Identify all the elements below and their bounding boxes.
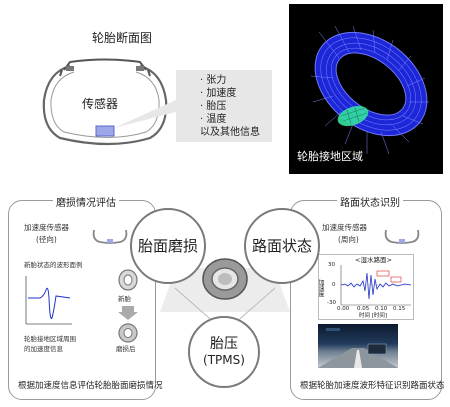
wear-panel-footer: 根据加速度信息评估轮胎胎面磨损情况 — [18, 381, 163, 391]
road-chart-xtick-3: 0.15 — [393, 306, 406, 312]
road-chart-xlabel: 时间 [时间] — [359, 313, 388, 319]
wear-sensor-direction: (径向) — [36, 235, 57, 244]
tire-pressure-label: 胎压 — [210, 336, 238, 353]
road-chart-xtick-0: 0.00 — [337, 306, 350, 312]
wear-mini-tire — [92, 229, 128, 244]
wear-sensor-label: 加速度传感器 — [24, 223, 69, 232]
tread-wear-circle: 胎面磨损 — [130, 208, 206, 284]
contact-info-line1: 轮胎接地区域周围 — [24, 335, 76, 343]
new-tire-icon — [118, 269, 138, 291]
tire-pressure-circle: 胎压 (TPMS) — [188, 316, 260, 388]
road-condition-label: 路面状态 — [251, 237, 312, 255]
road-mini-tire — [384, 229, 420, 244]
road-condition-circle: 路面状态 — [244, 208, 320, 284]
tire-cross-section-diagram — [42, 58, 272, 146]
wear-panel-title: 磨损情况评估 — [53, 194, 119, 209]
new-tire-label: 新胎 — [118, 295, 131, 303]
road-panel-title: 路面状态识别 — [337, 194, 403, 209]
road-signal-chart: <湿水路面> 加速度 30 0 -30 0.00 0.05 0.10 0.15 … — [317, 254, 414, 320]
center-tire-icon — [202, 258, 248, 300]
info-item-other: 以及其他信息 — [200, 127, 260, 138]
wear-down-arrow-icon — [118, 306, 138, 320]
tread-wear-label: 胎面磨损 — [137, 237, 198, 255]
road-chart-ytick-top: 30 — [328, 262, 335, 268]
contact-info-line2: 的加速度信息 — [24, 345, 63, 353]
road-chart-title: <湿水路面> — [355, 256, 392, 264]
contact-patch — [337, 105, 369, 127]
waveform-label: 新胎状态的波形面例 — [24, 261, 83, 269]
worn-tire-icon — [118, 323, 138, 343]
road-chart-ytick-mid: 0 — [332, 282, 336, 288]
cross-section-title: 轮胎断面图 — [92, 31, 153, 45]
road-chart-plot — [340, 265, 412, 306]
info-item-pressure: · 胎压 — [200, 101, 227, 112]
road-panel-footer: 根据轮胎加速度波形特征识别路面状态 — [300, 381, 445, 391]
road-sensor-direction: (周向) — [338, 235, 359, 244]
info-item-acceleration: · 加速度 — [200, 88, 237, 99]
road-chart-ytick-bottom: -30 — [327, 300, 336, 306]
sensor-block — [95, 125, 115, 137]
worn-tire-label: 磨损后 — [116, 345, 136, 353]
road-sensor-label: 加速度传感器 — [322, 223, 367, 232]
info-item-temperature: · 温度 — [200, 114, 227, 125]
contact-area-label: 轮胎接地区域 — [297, 150, 363, 163]
sensor-label: 传感器 — [82, 97, 119, 111]
road-chart-xtick-2: 0.10 — [375, 306, 388, 312]
sensor-info-list: · 张力 · 加速度 · 胎压 · 温度 以及其他信息 — [200, 74, 260, 139]
tire-mesh-image: 轮胎接地区域 — [289, 4, 443, 174]
road-chart-ylabel: 加速度 — [317, 279, 324, 297]
road-camera-image — [318, 324, 398, 368]
wear-waveform-chart — [25, 276, 72, 325]
road-chart-xtick-1: 0.05 — [357, 306, 370, 312]
info-item-tension: · 张力 — [200, 75, 227, 86]
tpms-label: (TPMS) — [203, 353, 245, 368]
